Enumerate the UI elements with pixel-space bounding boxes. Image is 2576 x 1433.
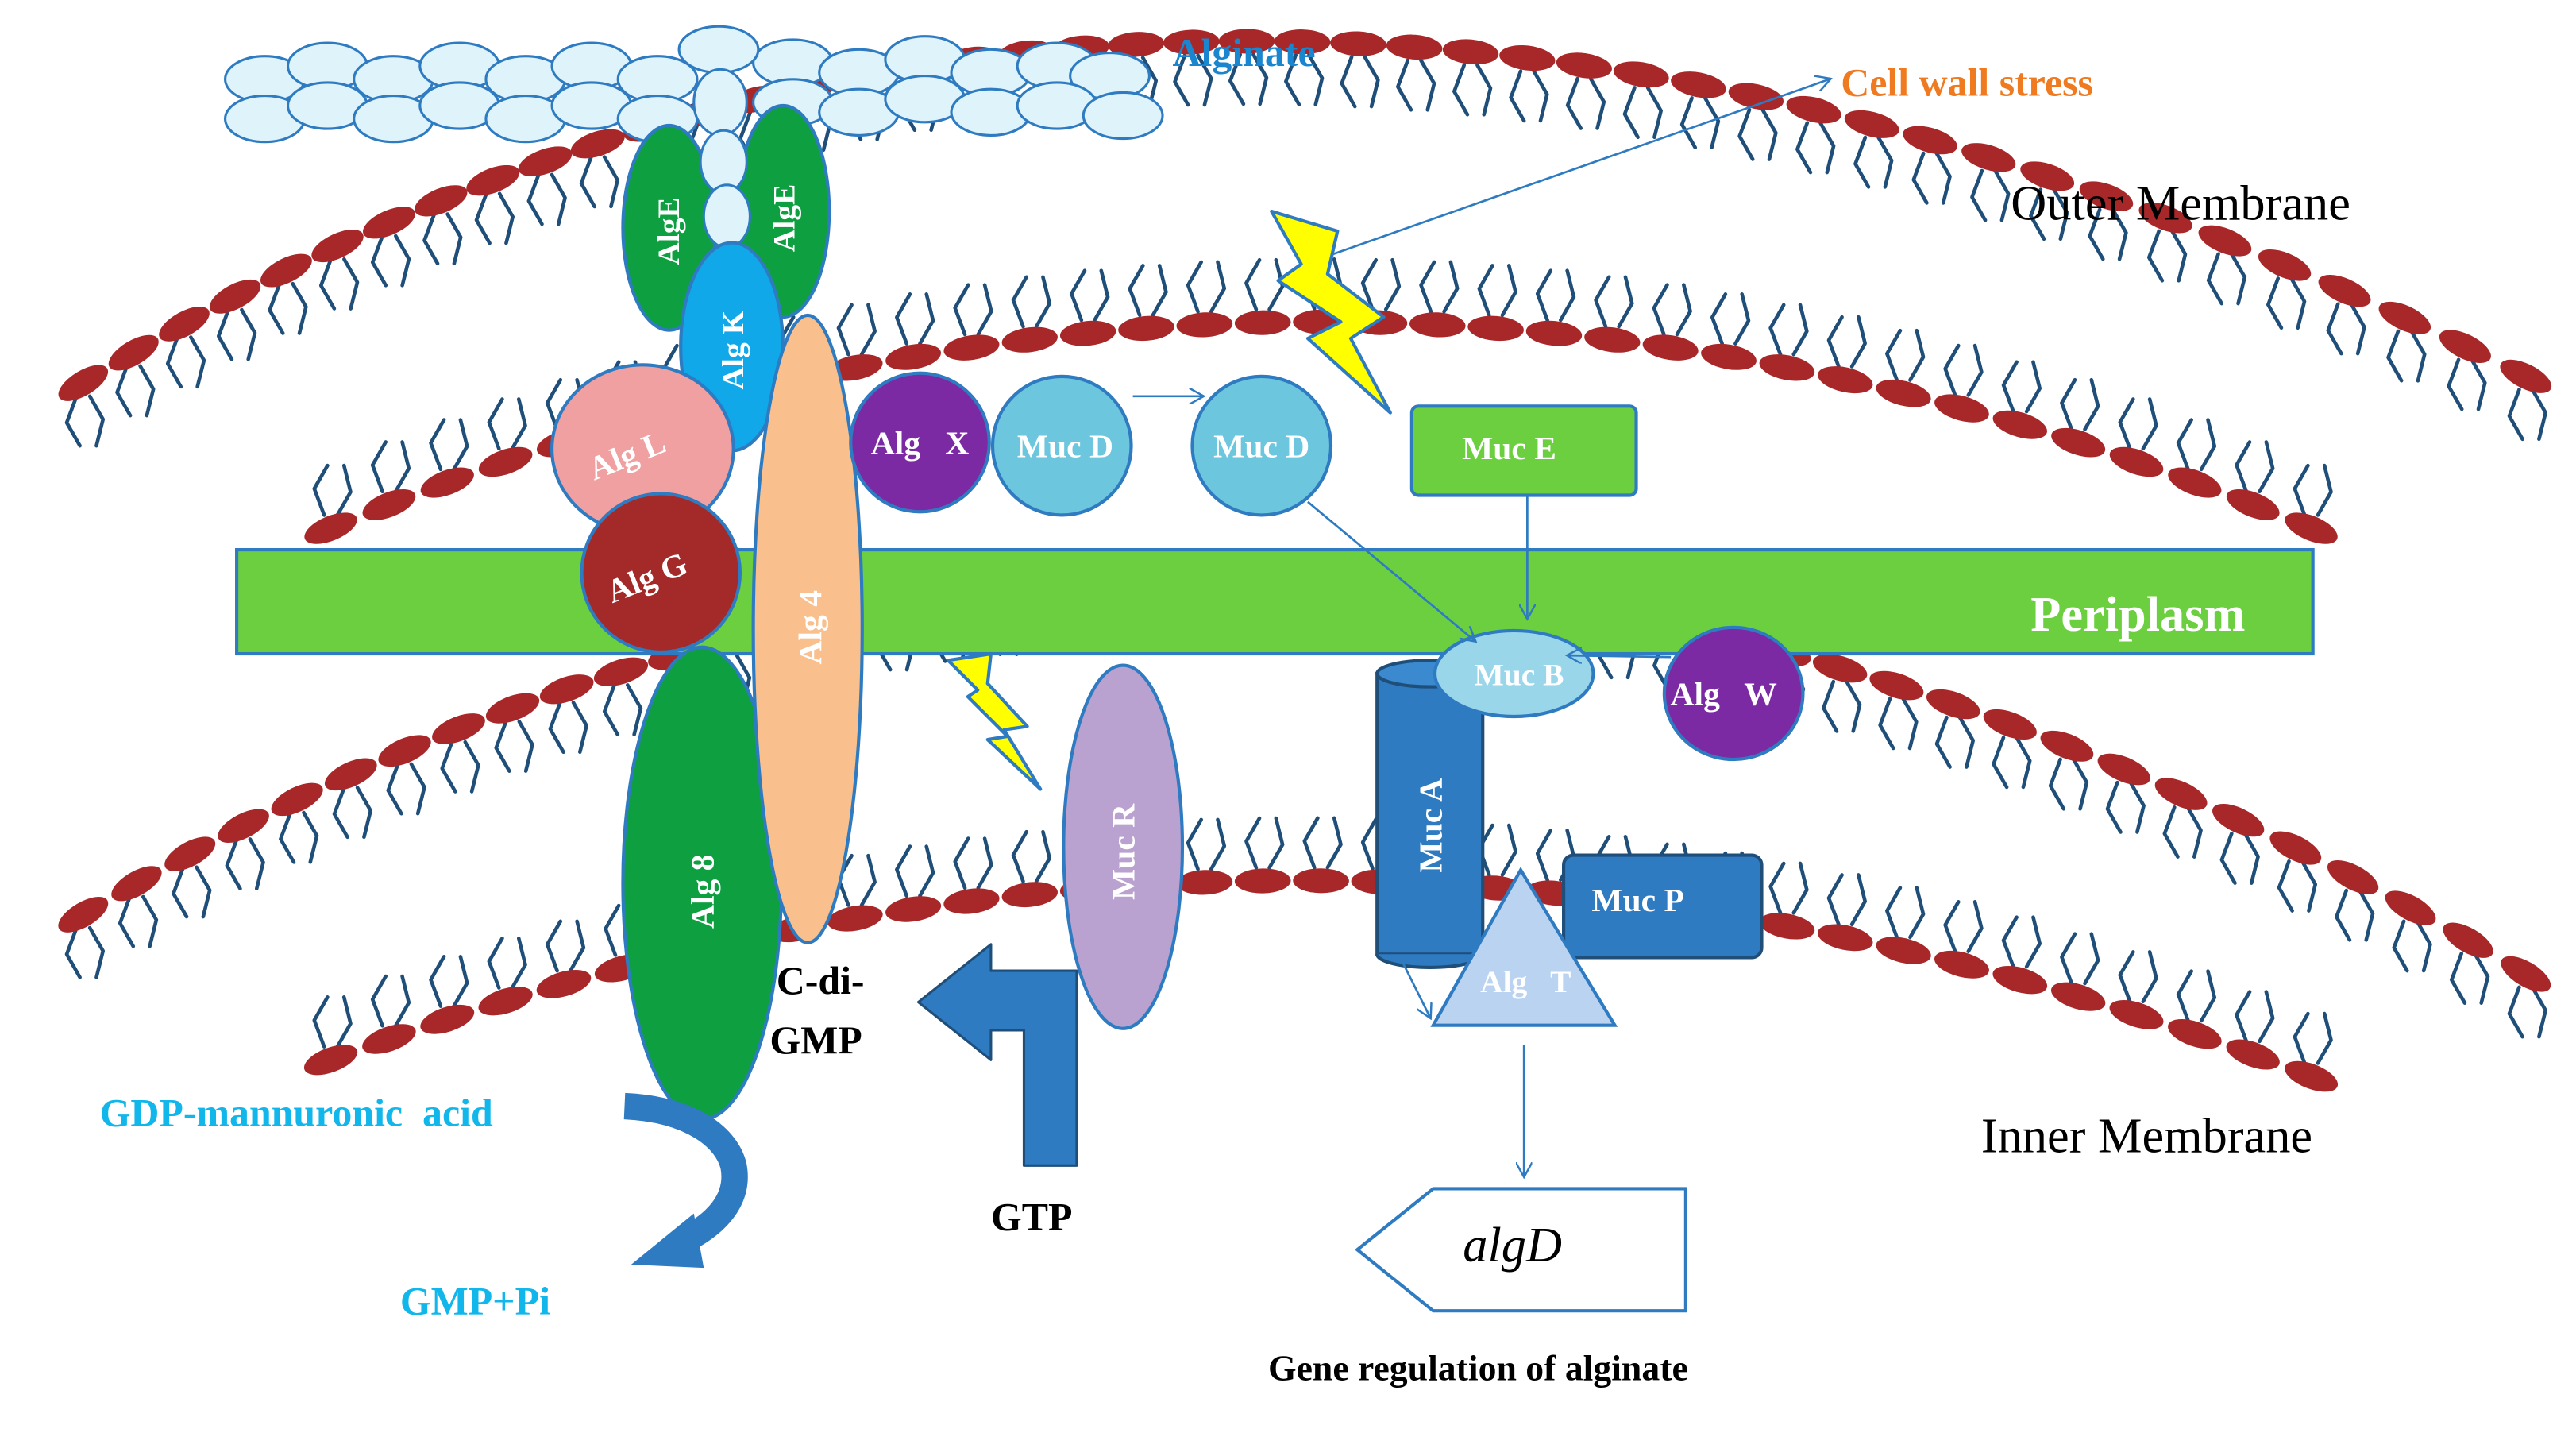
alginate-label: Alginate [1173,31,1316,75]
alginate-pore-beads [692,68,752,249]
gtp-to-cdigmp-arrow [916,943,1078,1167]
algG-protein: Alg G [580,492,742,655]
mucB-protein: Muc B [1433,628,1595,719]
algE-right-label: AlgE [767,184,802,253]
algW-protein: Alg W [1662,625,1805,762]
cell-wall-stress-arrow [1304,79,1830,265]
mucD-protein-2: Muc D [1190,374,1333,517]
mucE-label: Muc E [1462,430,1556,466]
mucP-label: Muc P [1591,882,1684,918]
gene-regulation-label: Gene regulation of alginate [1268,1347,1688,1388]
signal-arrows [1132,396,1672,1176]
mucD-label-1: Muc D [1017,428,1113,465]
algT-label: Alg T [1480,964,1571,999]
mucE-protein: Muc E [1409,404,1638,497]
gmp-label: GMP [769,1018,862,1062]
alg8-label: Alg 8 [684,855,721,929]
algT-protein: Alg T [1430,867,1618,1027]
c-di-label: C-di- [777,959,865,1002]
mucD-protein-1: Muc D [990,374,1133,517]
lightning-bolt-icon [1270,209,1392,415]
periplasm-label: Periplasm [2030,587,2245,642]
alginate-bead [677,25,760,75]
lightning-bolt-icon [946,651,1043,791]
outer-membrane-label: Outer Membrane [2011,176,2350,230]
algK-label: Alg K [715,310,750,389]
inner-membrane-label: Inner Membrane [1981,1109,2312,1164]
gtp-label: GTP [991,1195,1073,1238]
periplasm: Periplasm [235,548,2315,656]
algX-label: Alg X [871,425,969,462]
gdp-mannuronic-acid-label: GDP-mannuronic acid [100,1091,493,1134]
algW-label: Alg W [1671,675,1777,712]
algX-protein: Alg X [849,371,991,514]
mucB-label: Muc B [1475,658,1564,693]
algD-gene: algD [1354,1187,1687,1313]
mucA-label: Muc A [1412,778,1448,873]
inner-membrane-inner-leaflet [303,816,2339,1092]
alg4-protein: Alg 4 [751,313,864,944]
gdp-to-gmp-arrow [623,1092,748,1269]
mucR-protein: Muc R [1062,663,1185,1030]
algD-label: algD [1463,1218,1562,1273]
gmp-pi-label: GMP+Pi [400,1279,550,1323]
mucP-protein: Muc P [1562,853,1764,960]
alg4-label: Alg 4 [792,590,828,664]
mucD-label-2: Muc D [1213,428,1309,465]
algE-left-label: AlgE [651,197,686,265]
algL-protein: Alg L [550,363,735,535]
mucR-label: Muc R [1105,803,1142,900]
alginate-bead [1082,91,1164,141]
cell-wall-stress-label: Cell wall stress [1841,61,2093,105]
alginate-chain [223,25,1164,144]
